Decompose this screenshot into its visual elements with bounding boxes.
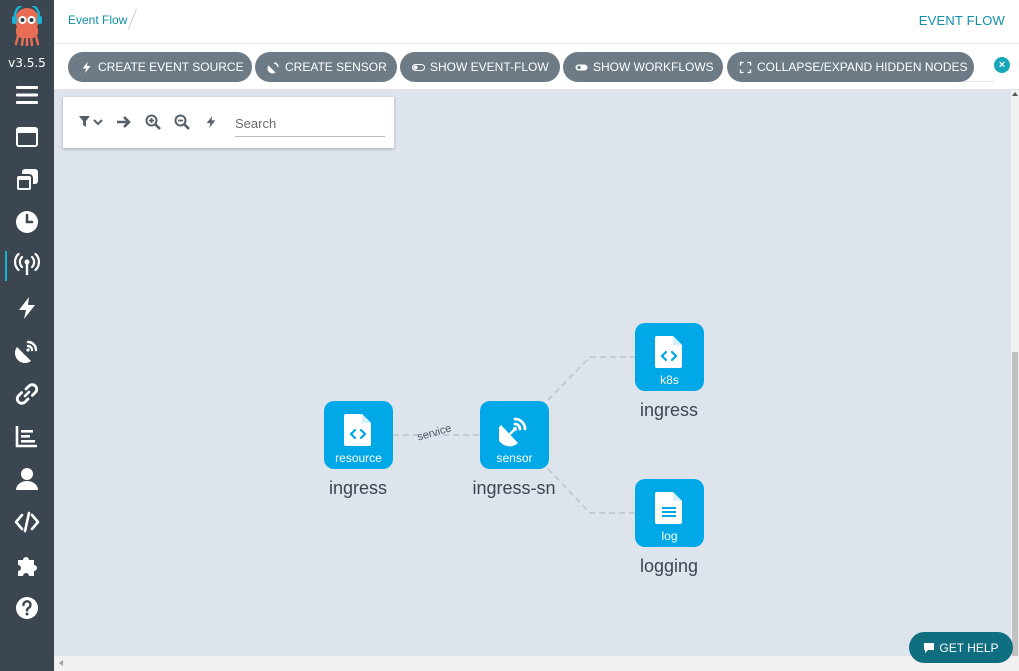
window-icon xyxy=(16,127,38,147)
breadcrumb-separator xyxy=(127,8,138,30)
question-icon xyxy=(16,597,38,619)
show-workflows-label: SHOW WORKFLOWS xyxy=(593,60,714,74)
zoom-in-icon xyxy=(145,114,161,130)
code-icon xyxy=(14,511,40,533)
satellite-dish-icon xyxy=(14,340,38,363)
node-type-label: log xyxy=(661,529,678,543)
graph-canvas[interactable] xyxy=(54,90,1011,656)
show-workflows-toggle[interactable]: SHOW WORKFLOWS xyxy=(563,52,723,82)
node-type-label: resource xyxy=(335,451,382,465)
sidebar-item-menu[interactable] xyxy=(0,75,54,115)
node-type-label: sensor xyxy=(496,451,533,465)
node-label: ingress xyxy=(639,400,699,420)
argo-logo xyxy=(12,6,42,46)
collapse-expand-label: COLLAPSE/EXPAND HIDDEN NODES xyxy=(757,60,968,74)
sidebar-item-workflow-templates[interactable] xyxy=(0,160,54,200)
code-file-icon xyxy=(655,336,682,368)
sidebar-item-workflow-event-bindings[interactable] xyxy=(0,374,54,414)
text-file-icon xyxy=(655,492,682,524)
node-label: logging xyxy=(639,556,699,576)
top-bar: Event Flow EVENT FLOW xyxy=(54,0,1019,44)
bar-chart-icon xyxy=(15,426,37,448)
sidebar-item-event-sources[interactable] xyxy=(0,288,54,328)
zoom-out-button[interactable] xyxy=(173,113,191,131)
sidebar-item-workflows[interactable] xyxy=(0,117,54,157)
get-help-label: GET HELP xyxy=(939,640,999,655)
fast-mode-button[interactable] xyxy=(202,113,220,131)
sidebar-item-api-docs[interactable] xyxy=(0,502,54,542)
action-bar: CREATE EVENT SOURCE CREATE SENSOR SHOW E… xyxy=(54,44,1019,90)
sidebar: v3.5.5 xyxy=(0,0,54,671)
toggle-icon xyxy=(575,64,588,70)
filter-icon xyxy=(79,116,103,127)
zoom-out-icon xyxy=(174,114,190,130)
stacked-windows-icon xyxy=(15,169,38,192)
bolt-icon xyxy=(19,297,35,319)
breadcrumb[interactable]: Event Flow xyxy=(68,13,128,27)
toggle-icon xyxy=(412,63,425,71)
version-label: v3.5.5 xyxy=(8,56,46,70)
hamburger-icon xyxy=(16,86,38,104)
user-icon xyxy=(16,468,38,490)
get-help-button[interactable]: GET HELP xyxy=(909,632,1013,663)
create-event-source-label: CREATE EVENT SOURCE xyxy=(98,60,244,74)
create-sensor-label: CREATE SENSOR xyxy=(285,60,387,74)
sidebar-item-reports[interactable] xyxy=(0,416,54,456)
arrow-right-icon xyxy=(117,116,131,128)
graph-node-k8s[interactable]: k8s xyxy=(635,323,704,391)
collapse-expand-button[interactable]: COLLAPSE/EXPAND HIDDEN NODES xyxy=(727,52,974,82)
sidebar-item-sensors[interactable] xyxy=(0,331,54,371)
close-icon[interactable]: × xyxy=(994,57,1010,73)
direction-button[interactable] xyxy=(115,113,133,131)
node-type-label: k8s xyxy=(660,373,679,387)
chat-icon xyxy=(924,642,935,653)
expand-icon xyxy=(739,61,752,73)
search-input[interactable] xyxy=(235,111,385,137)
satellite-dish-icon xyxy=(499,417,527,447)
node-label: ingress xyxy=(328,478,388,498)
graph-node-sensor[interactable]: sensor xyxy=(480,401,549,469)
graph-node-resource[interactable]: resource xyxy=(324,401,393,469)
page-title: EVENT FLOW xyxy=(918,13,1005,28)
zoom-in-button[interactable] xyxy=(144,113,162,131)
vertical-scrollbar[interactable] xyxy=(1011,90,1019,656)
create-sensor-button[interactable]: CREATE SENSOR xyxy=(255,52,397,82)
broadcast-icon xyxy=(14,252,40,275)
link-icon xyxy=(15,383,39,405)
horizontal-scrollbar[interactable] xyxy=(54,656,1019,671)
graph-toolbox xyxy=(63,97,394,148)
puzzle-icon xyxy=(18,557,37,576)
show-event-flow-label: SHOW EVENT-FLOW xyxy=(430,60,549,74)
sidebar-item-help[interactable] xyxy=(0,588,54,628)
sidebar-item-user[interactable] xyxy=(0,459,54,499)
sidebar-item-cron-workflows[interactable] xyxy=(0,202,54,242)
satellite-dish-icon xyxy=(267,61,279,73)
sidebar-item-event-flow[interactable] xyxy=(0,245,54,285)
sidebar-item-plugins[interactable] xyxy=(0,545,54,585)
graph-node-log[interactable]: log xyxy=(635,479,704,547)
node-label: ingress-sn xyxy=(472,478,556,498)
bolt-icon xyxy=(206,116,216,128)
filter-dropdown[interactable] xyxy=(78,113,106,131)
show-event-flow-toggle[interactable]: SHOW EVENT-FLOW xyxy=(400,52,560,82)
code-file-icon xyxy=(344,414,371,446)
clock-icon xyxy=(16,211,38,233)
create-event-source-button[interactable]: CREATE EVENT SOURCE xyxy=(68,52,252,82)
bolt-icon xyxy=(82,61,91,73)
